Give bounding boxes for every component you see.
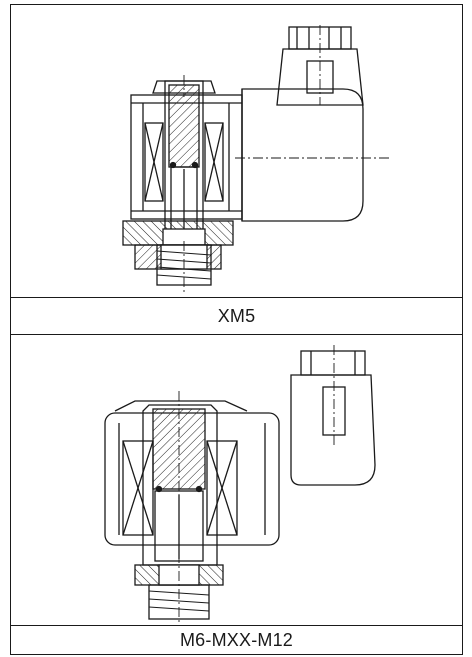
caption-text: XM5 <box>217 305 256 326</box>
coil-winding-left <box>144 122 164 202</box>
drawing-xm5 <box>11 5 462 297</box>
caption-m6-mxx-m12: M6-MXX-M12 <box>11 625 462 654</box>
valve-section-xm5 <box>122 25 389 293</box>
valve-section-m6 <box>104 345 376 623</box>
drawing-m6-mxx-m12 <box>11 335 462 625</box>
coil-housing <box>241 88 364 222</box>
caption-xm5: XM5 <box>11 297 462 335</box>
figure-frame: XM5 <box>10 4 463 655</box>
connector-body <box>290 374 376 486</box>
caption-text: M6-MXX-M12 <box>179 629 293 650</box>
coil-winding-right <box>206 440 238 536</box>
coil-winding-right <box>204 122 224 202</box>
